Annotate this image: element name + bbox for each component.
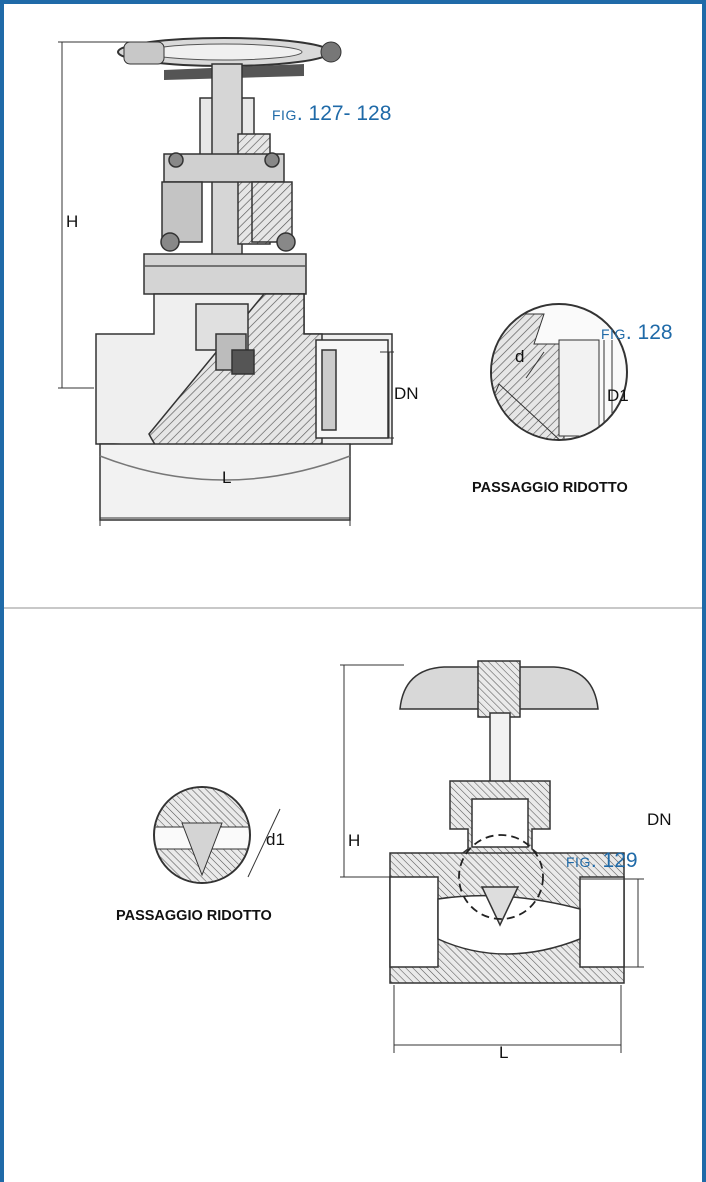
reduced-bore-detail-circle	[153, 786, 281, 884]
fig-number: . 129	[590, 849, 638, 872]
section-divider	[4, 607, 702, 609]
fig-prefix: FIG	[566, 854, 591, 870]
valve-129-drawing	[153, 660, 644, 1053]
reduced-bore-caption: PASSAGGIO RIDOTTO	[116, 908, 272, 924]
figure-label-127-128: FIG. 127- 128	[272, 102, 391, 126]
valve-body	[95, 293, 393, 521]
dn-dimension	[380, 351, 394, 439]
fig-number: . 127- 128	[296, 102, 392, 125]
fig-number: . 128	[625, 321, 673, 344]
height-label: H	[348, 831, 361, 850]
reduced-bore-detail-circle	[490, 303, 628, 441]
height-dimension	[58, 41, 134, 389]
length-dimension	[393, 985, 622, 1053]
length-label: L	[222, 468, 232, 487]
bore-d1-label: D1	[607, 386, 629, 405]
bottom-panel: H DN L d1 FIG. 129 PASSAGGIO RIDOTTO	[4, 609, 702, 1182]
reduced-bore-caption: PASSAGGIO RIDOTTO	[472, 480, 628, 496]
valve-body	[389, 852, 625, 984]
bore-d1-label: d1	[266, 830, 285, 849]
figure-label-128: FIG. 128	[601, 321, 673, 345]
fig-prefix: FIG	[601, 326, 626, 342]
length-dimension	[99, 460, 351, 526]
height-label: H	[66, 212, 79, 231]
nominal-diameter-label: DN	[647, 810, 672, 829]
valve-127-128-drawing	[58, 37, 628, 526]
length-label: L	[499, 1043, 509, 1062]
detail-marker-circle	[458, 834, 544, 920]
dn-dimension	[580, 878, 644, 968]
figure-label-129: FIG. 129	[566, 849, 638, 873]
nominal-diameter-label: DN	[394, 384, 419, 403]
handwheel	[117, 37, 342, 80]
bore-d-label: d	[515, 347, 525, 366]
fig-prefix: FIG	[272, 107, 297, 123]
top-panel: H DN L d D1 FIG. 127- 128 FIG. 128 PASSA…	[4, 4, 702, 607]
yoke-and-stem	[143, 63, 307, 305]
handwheel	[399, 660, 599, 718]
